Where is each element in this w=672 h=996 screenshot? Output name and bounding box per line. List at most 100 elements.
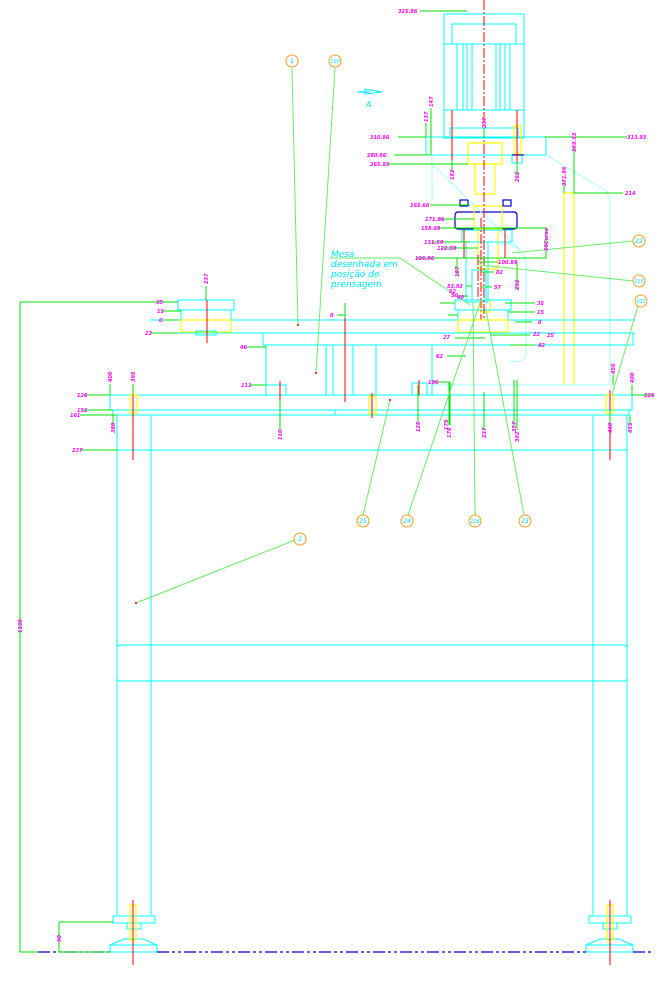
- dim-label: 50Curso: [544, 227, 550, 251]
- balloon-100[interactable]: 100: [328, 54, 342, 68]
- dim-label: 22: [533, 332, 540, 338]
- dim-label: 237: [482, 427, 488, 438]
- dim-label: 455: [628, 422, 634, 433]
- dim-label: 27: [443, 335, 450, 341]
- dim-label: 147: [429, 96, 435, 107]
- dim-label: 237: [204, 273, 210, 284]
- note-mesa: Mesa desenhada em posição de prensagem: [330, 250, 398, 290]
- dim-label: 395: [131, 371, 137, 382]
- dim-label: 137: [424, 111, 430, 122]
- dim-label: 389.93: [572, 132, 578, 152]
- dim-label: 22: [145, 331, 152, 337]
- svg-text:2: 2: [298, 536, 302, 543]
- dim-label: 158.69: [421, 226, 441, 232]
- dim-label: 214: [625, 191, 636, 197]
- view-marker-label: A: [365, 100, 371, 109]
- dim-label: 380: [111, 422, 117, 433]
- dim-label: 310.86: [370, 135, 390, 141]
- svg-text:24: 24: [403, 518, 411, 525]
- svg-text:115: 115: [634, 279, 644, 285]
- balloons: 1 100 22 115 101 25 24 116 23 2: [285, 54, 648, 546]
- dim-label: 262: [515, 171, 521, 182]
- dim-label: 46: [240, 345, 247, 351]
- svg-text:101: 101: [636, 299, 646, 305]
- table-assembly: [150, 299, 635, 396]
- dim-label: 175: [444, 419, 450, 430]
- dim-label: 313.93: [627, 135, 647, 141]
- svg-text:116: 116: [470, 519, 480, 525]
- dim-label: 371.86: [562, 166, 568, 186]
- dim-label: 237: [72, 448, 83, 454]
- dim-label: 450: [611, 363, 617, 374]
- dim-label: 1150: [18, 619, 24, 633]
- dim-label: 161: [70, 413, 80, 419]
- dimension-labels: 325.86 310.86 280.86 265.93 137 147 237 …: [18, 9, 655, 942]
- dim-label: 0: [330, 313, 334, 319]
- svg-text:1: 1: [290, 58, 294, 65]
- dim-label: 400: [630, 372, 636, 383]
- dim-label: 131.59: [424, 240, 444, 246]
- dim-label: 292: [515, 279, 521, 290]
- dim-label: 460: [608, 422, 614, 433]
- dim-label: 25: [547, 333, 554, 339]
- dim-label: 52: [449, 289, 456, 295]
- dim-label: 40: [457, 295, 464, 301]
- svg-text:22: 22: [635, 238, 643, 245]
- dim-label: 151: [77, 408, 87, 414]
- note-line-3: posição de: [330, 270, 380, 280]
- svg-text:23: 23: [521, 518, 529, 525]
- dim-label: 187: [455, 266, 461, 277]
- motor: [425, 13, 611, 386]
- dim-label: 62: [436, 354, 443, 360]
- note-line-1: Mesa: [331, 250, 355, 260]
- dim-label: 106.86: [415, 256, 435, 262]
- dim-label: 171.86: [425, 217, 445, 223]
- centerlines: [38, 0, 653, 965]
- dim-label: 122.59: [437, 246, 457, 252]
- dim-label: 53.92: [447, 284, 463, 290]
- balloon-2[interactable]: 2: [293, 532, 307, 546]
- dim-label: 15: [537, 310, 544, 316]
- dim-label: 280.86: [367, 153, 387, 159]
- svg-text:25: 25: [359, 518, 367, 525]
- dim-label: 35: [156, 300, 163, 306]
- dim-label: 57: [494, 285, 501, 291]
- svg-text:100: 100: [330, 59, 340, 65]
- balloon-101[interactable]: 101: [634, 294, 648, 308]
- dim-label: 325.86: [398, 9, 418, 15]
- balloon-23[interactable]: 23: [518, 514, 532, 528]
- balloon-115[interactable]: 115: [632, 274, 646, 288]
- dim-label: 110: [278, 429, 284, 440]
- dim-label: 106: [428, 380, 439, 386]
- spindle-assembly: [432, 164, 527, 363]
- note-line-4: prensagem: [330, 280, 382, 290]
- dimension-lines: [19, 10, 655, 953]
- dim-label: 178: [447, 427, 453, 438]
- dim-label: 50: [451, 293, 458, 299]
- view-arrow-icon: A: [357, 88, 383, 109]
- dim-label: 90: [57, 935, 63, 942]
- dim-label: 182: [450, 169, 456, 180]
- dim-label: 392: [515, 431, 521, 442]
- dim-label: 100.89: [498, 260, 518, 266]
- leader-lines: [135, 67, 640, 604]
- dim-label: 111: [241, 383, 251, 389]
- balloon-25[interactable]: 25: [356, 514, 370, 528]
- frame: [109, 394, 634, 953]
- balloon-24[interactable]: 24: [400, 514, 414, 528]
- dim-label: 126: [77, 393, 88, 399]
- balloon-116[interactable]: 116: [468, 514, 482, 528]
- dim-label: 400: [108, 371, 114, 382]
- balloon-1[interactable]: 1: [285, 54, 299, 68]
- note-line-2: desenhada em: [331, 260, 398, 270]
- dim-label: 357: [512, 421, 518, 432]
- dim-label: 0: [159, 318, 163, 324]
- dim-label: 0: [538, 320, 542, 326]
- dim-label: 42: [538, 343, 545, 349]
- dim-label: 126: [644, 393, 655, 399]
- dim-label: 265.93: [370, 162, 390, 168]
- balloon-22[interactable]: 22: [632, 234, 646, 248]
- dim-label: 35: [537, 301, 544, 307]
- dim-label: 82: [496, 270, 503, 276]
